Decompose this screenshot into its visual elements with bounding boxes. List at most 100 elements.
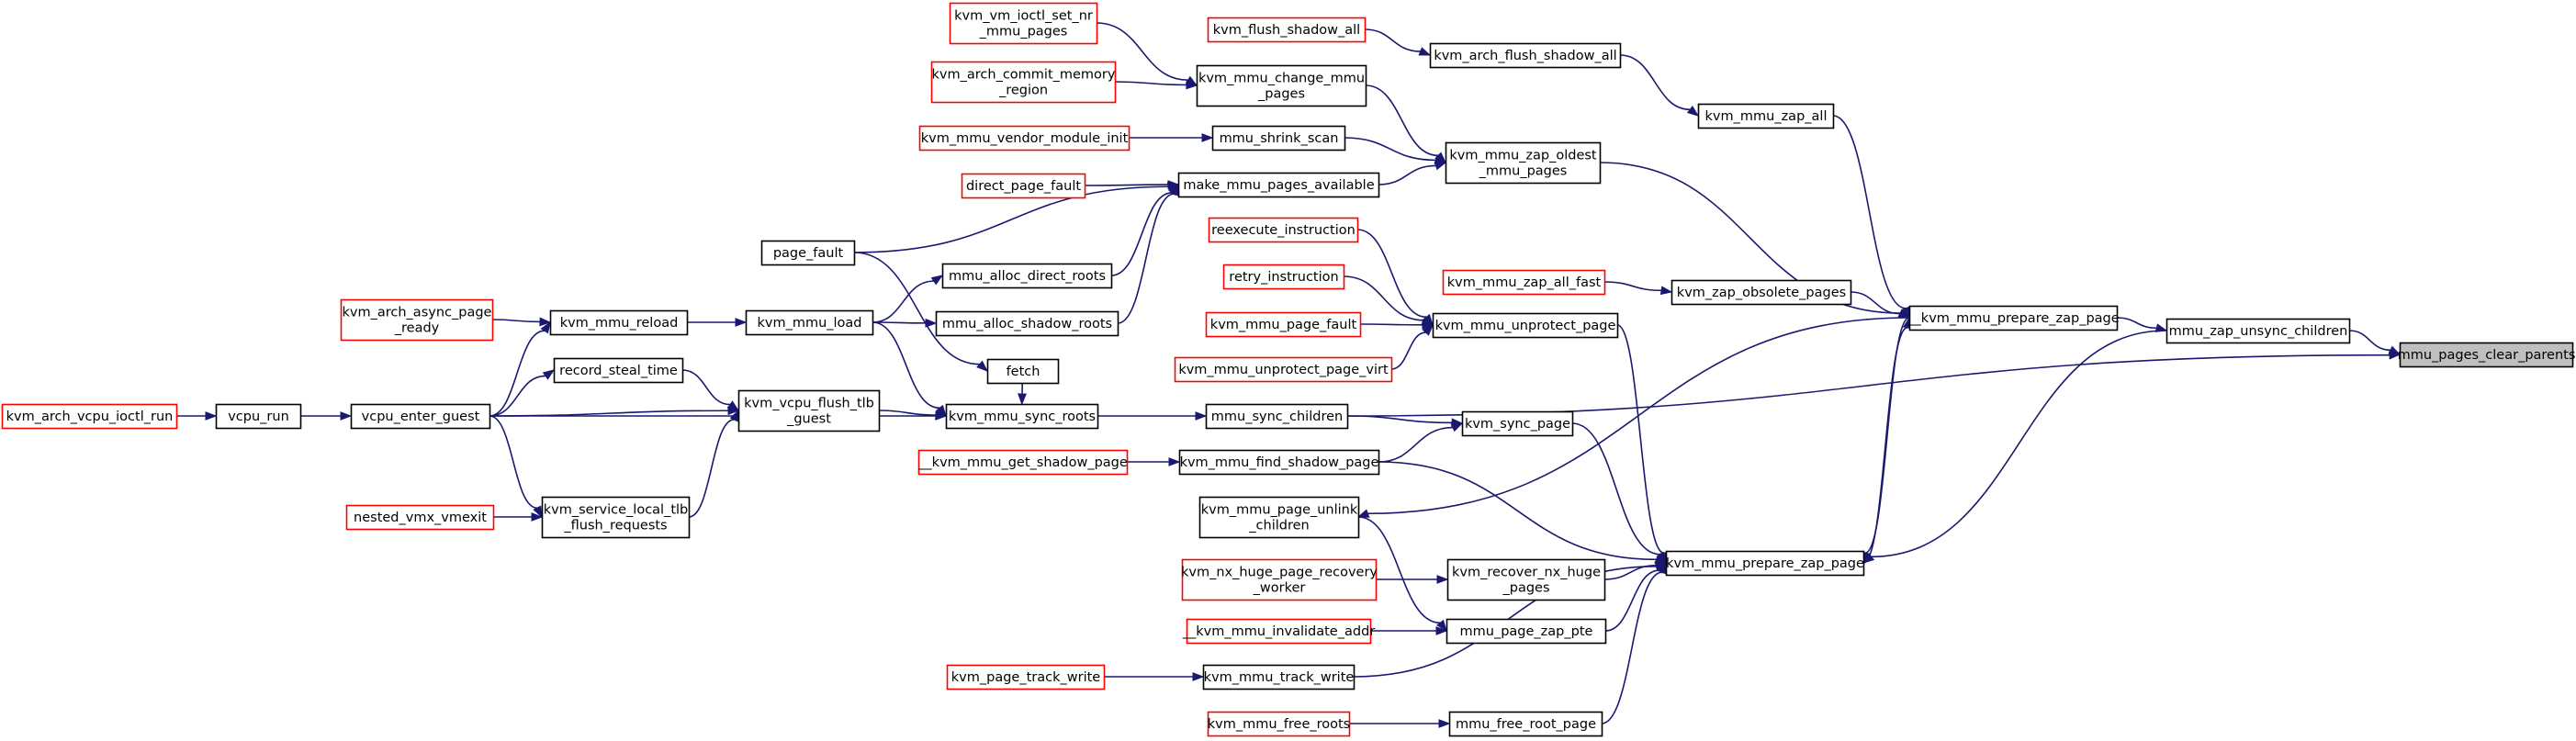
node-alloc-shadow[interactable]: mmu_alloc_shadow_roots (935, 310, 1119, 337)
node-async-page-ready[interactable]: kvm_arch_async_page_ready (340, 298, 494, 342)
node-vendor-module-init[interactable]: kvm_mmu_vendor_module_init (918, 125, 1131, 152)
node-recover-nx[interactable]: kvm_recover_nx_huge_pages (1446, 558, 1606, 601)
node-flush-tlb-guest[interactable]: kvm_vcpu_flush_tlb_guest (737, 389, 881, 432)
node-box (549, 309, 689, 336)
arrowhead (726, 400, 740, 411)
node-nx-recovery-worker[interactable]: kvm_nx_huge_page_recovery_worker (1181, 558, 1378, 601)
node-label: kvm_page_track_write (951, 670, 1101, 685)
node-unlink-children[interactable]: kvm_mmu_page_unlink_children (1198, 496, 1360, 539)
node-page-track-write[interactable]: kvm_page_track_write (946, 664, 1106, 690)
node-page-fault-r[interactable]: kvm_mmu_page_fault (1205, 311, 1362, 338)
arrowhead (1659, 286, 1673, 296)
node-reexecute[interactable]: reexecute_instruction (1208, 217, 1359, 243)
node-mmu-load[interactable]: kvm_mmu_load (745, 309, 874, 336)
node-zap-all-fast[interactable]: kvm_mmu_zap_all_fast (1442, 269, 1606, 296)
node-arch-flush-shadow-all[interactable]: kvm_arch_flush_shadow_all (1429, 42, 1622, 69)
node-label: kvm_mmu_reload (560, 316, 679, 331)
node-sync-page[interactable]: kvm_sync_page (1461, 410, 1574, 437)
node-unprotect-page[interactable]: kvm_mmu_unprotect_page (1432, 312, 1619, 339)
node-vcpu-enter-guest[interactable]: vcpu_enter_guest (350, 403, 491, 430)
node-fetch[interactable]: fetch (986, 358, 1060, 385)
node-vcpu-run[interactable]: vcpu_run (215, 403, 302, 430)
node-label: kvm_mmu_page_fault (1210, 318, 1357, 332)
node-direct-page-fault[interactable]: direct_page_fault (961, 173, 1086, 199)
node-label: kvm_arch_vcpu_ioctl_run (6, 410, 174, 424)
node-nested-vmexit[interactable]: nested_vmx_vmexit (345, 504, 495, 531)
node-page-fault[interactable]: page_fault (760, 240, 856, 266)
node-box (1205, 403, 1349, 430)
node-change-mmu-pages[interactable]: kvm_mmu_change_mmu_pages (1196, 64, 1367, 107)
node-prepare-zap[interactable]: kvm_mmu_prepare_zap_page (1665, 550, 1865, 577)
node-box (1181, 558, 1378, 601)
node-arch-commit[interactable]: kvm_arch_commit_memory_region (930, 61, 1117, 104)
arrowhead (1686, 106, 1700, 117)
node-sync-roots[interactable]: kvm_mmu_sync_roots (945, 403, 1099, 430)
node-label: _children (1248, 519, 1309, 533)
node-sync-children[interactable]: mmu_sync_children (1205, 403, 1349, 430)
node-free-roots[interactable]: kvm_mmu_free_roots (1207, 711, 1351, 737)
node-free-root-page[interactable]: mmu_free_root_page (1448, 711, 1603, 737)
node-find-shadow-page[interactable]: kvm_mmu_find_shadow_page (1178, 449, 1380, 476)
edge-__prepare_zap-to-prepare_zap (1864, 317, 1910, 554)
node-shrink-scan[interactable]: mmu_shrink_scan (1211, 125, 1346, 152)
node-retry[interactable]: retry_instruction (1222, 264, 1345, 290)
edge-change_mmu_pages-to-zap_oldest (1365, 84, 1439, 157)
edge-reexecute-to-unprotect_page (1356, 229, 1427, 319)
node-flush-shadow-all[interactable]: kvm_flush_shadow_all (1207, 17, 1367, 43)
node-label: kvm_zap_obsolete_pages (1677, 286, 1846, 300)
arrowhead (936, 404, 947, 418)
node-label: vcpu_run (228, 410, 289, 424)
node-get-shadow-page[interactable]: __kvm_mmu_get_shadow_page (917, 449, 1129, 476)
node-label: kvm_mmu_zap_all (1705, 109, 1828, 124)
node-label: _mmu_pages (979, 25, 1068, 39)
edge-make_available-to-zap_oldest (1378, 164, 1436, 185)
node-zap-all[interactable]: kvm_mmu_zap_all (1697, 103, 1835, 129)
node-box (1174, 356, 1393, 383)
arrowhead (531, 512, 544, 522)
edge-flush_tlb_guest-to-sync_roots (878, 410, 937, 416)
node-box (737, 389, 881, 432)
node-label: kvm_mmu_track_write (1204, 670, 1355, 685)
node-mmu-reload[interactable]: kvm_mmu_reload (549, 309, 689, 336)
node-zap-pte[interactable]: mmu_page_zap_pte (1445, 618, 1607, 645)
node-label: _ready (394, 321, 440, 336)
node-label: fetch (1007, 365, 1041, 379)
edge-page_fault_r-to-unprotect_page (1359, 323, 1423, 326)
node-alloc-direct[interactable]: mmu_alloc_direct_roots (941, 263, 1113, 289)
node-box (1211, 125, 1346, 152)
edge-async_page_ready-to-mmu_reload (491, 319, 541, 323)
node-box (1448, 711, 1603, 737)
node-service-tlb[interactable]: kvm_service_local_tlb_flush_requests (541, 496, 691, 539)
node-label: _mmu_pages (1479, 164, 1568, 179)
node-invalidate-addr[interactable]: __kvm_mmu_invalidate_addr (1182, 618, 1376, 645)
arrowhead (1192, 672, 1205, 681)
node-label: kvm_mmu_vendor_module_init (921, 131, 1129, 146)
node-zap-obsolete[interactable]: kvm_zap_obsolete_pages (1670, 279, 1852, 306)
node-box (760, 240, 856, 266)
node-label: _pages (1257, 87, 1305, 102)
node-label: kvm_arch_flush_shadow_all (1434, 49, 1616, 63)
node---prepare-zap[interactable]: __kvm_mmu_prepare_zap_page (1907, 305, 2120, 331)
edge-alloc_direct-to-make_available (1110, 192, 1173, 276)
arrowhead (2389, 350, 2402, 360)
node-zap-oldest[interactable]: kvm_mmu_zap_oldest_mmu_pages (1445, 141, 1602, 185)
node-label: kvm_sync_page (1465, 417, 1570, 432)
node-unprotect-virt[interactable]: kvm_mmu_unprotect_page_virt (1174, 356, 1393, 383)
node-make-available[interactable]: make_mmu_pages_available (1177, 172, 1380, 198)
edge-page_fault-to-fetch (853, 252, 980, 365)
arrowhead (1186, 80, 1198, 90)
node-vm-ioctl-set-nr[interactable]: kvm_vm_ioctl_set_nr_mmu_pages (949, 2, 1098, 45)
node-box (2165, 318, 2351, 344)
node-track-write[interactable]: kvm_mmu_track_write (1202, 664, 1355, 690)
node-label: direct_page_fault (966, 179, 1081, 194)
node-clear-parents: mmu_pages_clear_parents (2398, 342, 2575, 368)
node-label: _worker (1253, 581, 1306, 596)
node-label: kvm_mmu_load (757, 316, 861, 331)
edge-unprotect_virt-to-unprotect_page (1390, 331, 1426, 370)
node-zap-unsync-children[interactable]: mmu_zap_unsync_children (2165, 318, 2351, 344)
node-vcpu-ioctl-run[interactable]: kvm_arch_vcpu_ioctl_run (1, 403, 178, 430)
node-box (541, 496, 691, 539)
node-record-steal[interactable]: record_steal_time (553, 357, 684, 384)
node-box (340, 298, 494, 342)
edge-arch_flush_shadow_all-to-zap_all (1619, 54, 1691, 111)
